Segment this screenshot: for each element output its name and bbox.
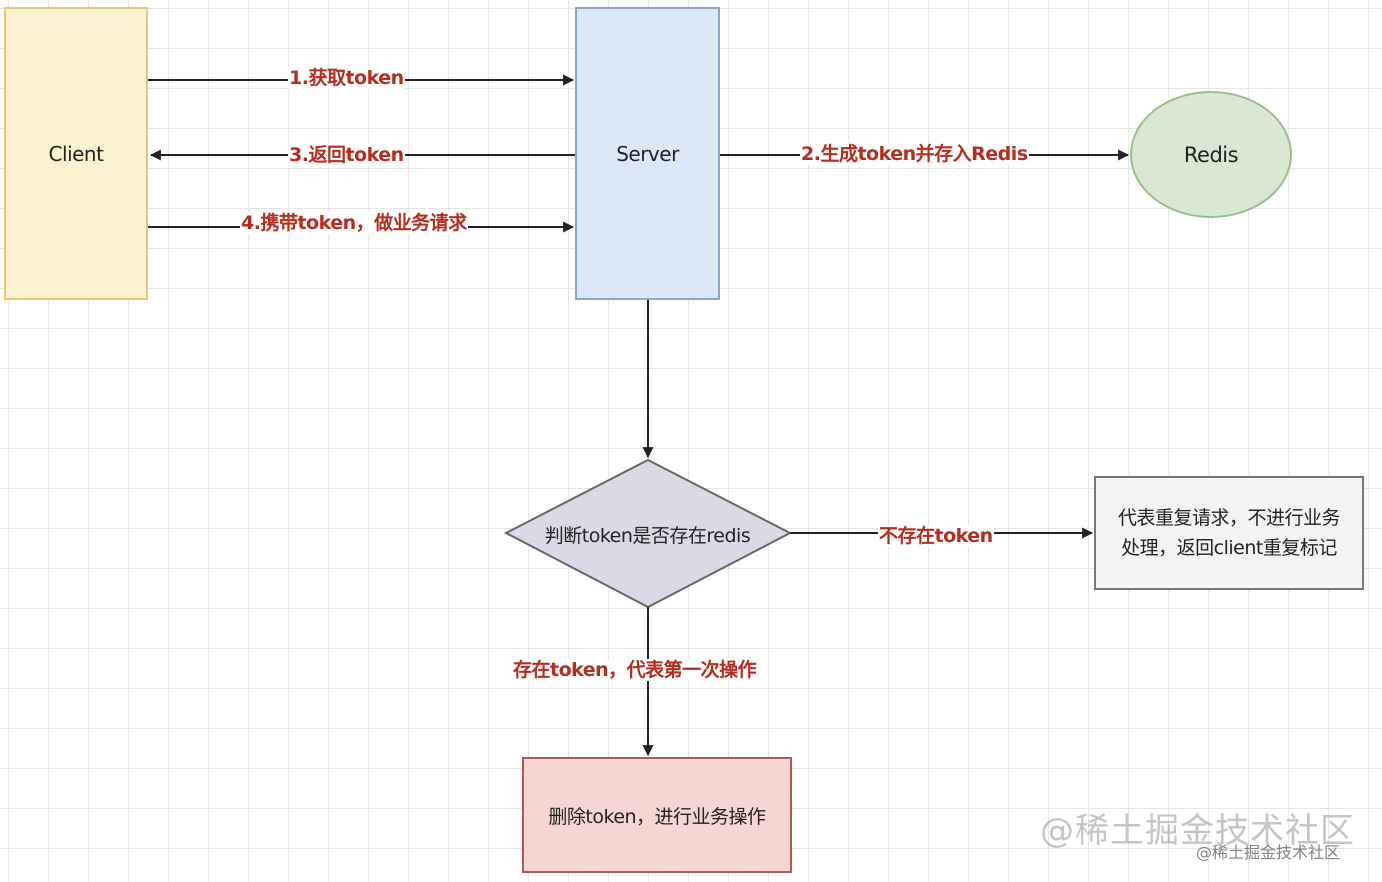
edge-label-return-token: 3.返回token [288, 144, 405, 166]
edge-label-generate-token: 2.生成token并存入Redis [800, 143, 1029, 165]
server-label: Server [616, 141, 679, 166]
watermark-large: @稀土掘金技术社区 [1040, 811, 1355, 851]
duplicate-label-line1: 代表重复请求，不进行业务 [1117, 507, 1341, 529]
duplicate-label-line2: 处理，返回client重复标记 [1121, 537, 1337, 559]
delete-label: 删除token，进行业务操作 [548, 805, 766, 828]
edge-label-not-exist: 不存在token [878, 525, 994, 547]
edge-label-get-token: 1.获取token [288, 67, 405, 89]
server-node[interactable]: Server [575, 7, 720, 300]
duplicate-request-node[interactable]: 代表重复请求，不进行业务 处理，返回client重复标记 [1094, 476, 1364, 590]
client-node[interactable]: Client [4, 7, 148, 300]
delete-token-node[interactable]: 删除token，进行业务操作 [522, 757, 792, 873]
watermark-small: @稀土掘金技术社区 [1196, 843, 1341, 862]
client-label: Client [48, 141, 104, 166]
redis-node[interactable]: Redis [1130, 91, 1292, 218]
redis-label: Redis [1183, 142, 1239, 167]
edge-label-exists: 存在token，代表第一次操作 [512, 659, 758, 681]
edge-label-carry-token: 4.携带token，做业务请求 [240, 212, 468, 234]
decision-label: 判断token是否存在redis [544, 524, 751, 547]
